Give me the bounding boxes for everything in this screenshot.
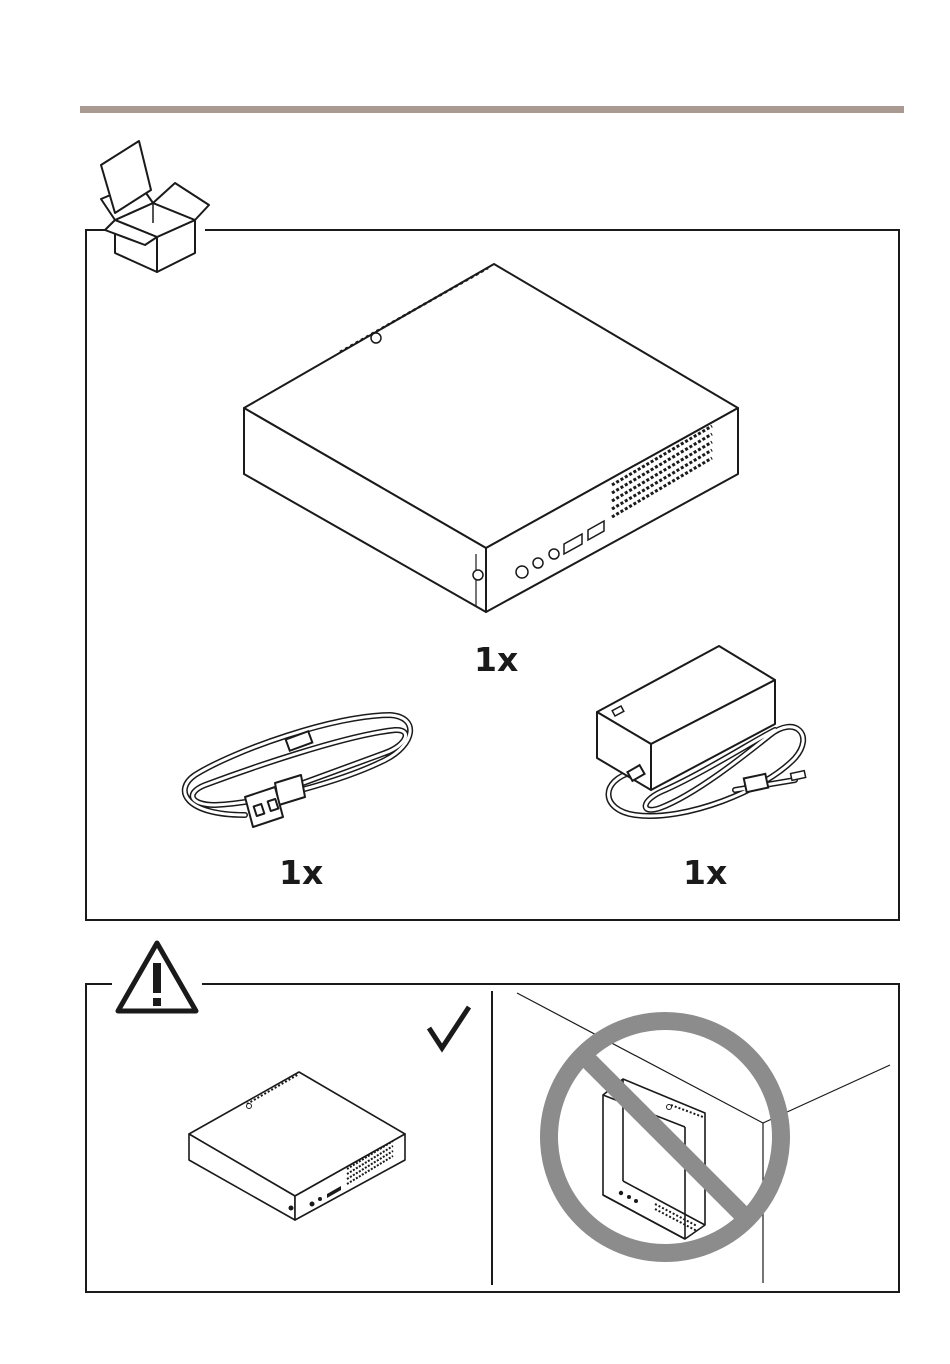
warning-triangle-icon	[112, 937, 202, 1019]
open-box-icon	[95, 135, 215, 275]
recorder-unit-quantity: 1x	[474, 642, 518, 678]
placement-divider	[491, 991, 493, 1285]
recorder-horizontal-illustration	[187, 1070, 407, 1220]
power-adapter-illustration	[595, 640, 810, 830]
power-adapter-quantity: 1x	[683, 855, 727, 891]
recorder-unit-illustration	[240, 262, 740, 612]
checkmark-icon	[426, 1004, 472, 1052]
header-accent-bar	[80, 106, 904, 113]
recorder-vertical-forbidden-illustration	[495, 985, 898, 1291]
power-cord-illustration	[175, 705, 420, 835]
power-cord-quantity: 1x	[279, 855, 323, 891]
